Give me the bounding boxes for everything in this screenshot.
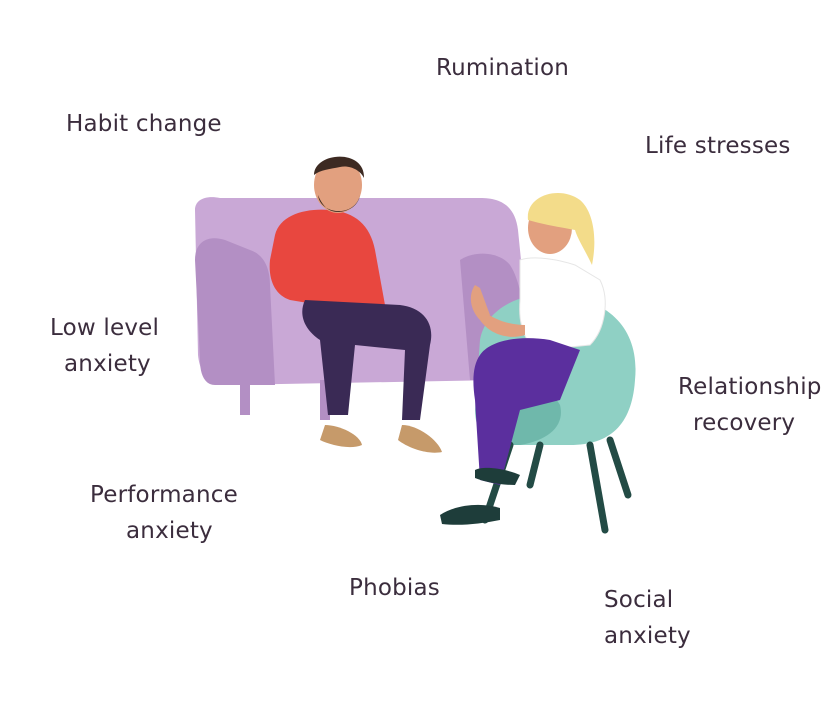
topic-relationship-recovery-line2: recovery (693, 410, 796, 436)
topic-performance-anxiety-line2: anxiety (126, 518, 213, 544)
topic-relationship-recovery-line1: Relationship (678, 374, 822, 400)
topic-social-anxiety-line1: Social (604, 587, 674, 613)
topic-performance-anxiety-line1: Performance (90, 482, 238, 508)
topic-social-anxiety: Social anxiety (604, 582, 691, 654)
topic-rumination: Rumination (436, 55, 570, 81)
topic-low-level-anxiety-line1: Low level (50, 315, 160, 341)
topic-life-stresses: Life stresses (645, 133, 791, 159)
topic-low-level-anxiety: Low level anxiety (50, 310, 159, 382)
man-figure (269, 156, 442, 453)
topic-phobias: Phobias (349, 575, 440, 601)
topic-low-level-anxiety-line2: anxiety (64, 351, 151, 377)
topic-relationship-recovery: Relationship recovery (678, 369, 822, 441)
woman-figure (440, 192, 606, 525)
therapy-session-illustration (195, 156, 636, 534)
topic-habit-change: Habit change (66, 111, 222, 137)
topic-performance-anxiety: Performance anxiety (90, 477, 238, 549)
topic-social-anxiety-line2: anxiety (604, 623, 691, 649)
